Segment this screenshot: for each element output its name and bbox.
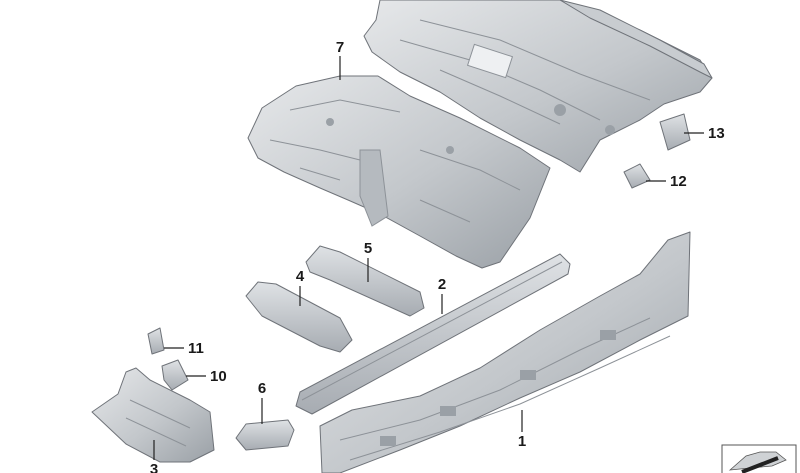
bracket-part-10: [161, 359, 189, 391]
callout-7: 7: [336, 39, 344, 56]
callout-6: 6: [258, 380, 266, 397]
seat-crossmember-part-4: [245, 281, 353, 353]
callout-3: 3: [150, 461, 158, 473]
bracket-part-12: [623, 163, 651, 189]
callout-labels: 1 2 3 4 5 6 7 10 11 12 13: [150, 39, 725, 473]
bracket-part-13: [659, 113, 691, 151]
callout-2: 2: [438, 276, 446, 293]
floor-pan-part-7: [247, 75, 551, 269]
callout-4: 4: [296, 268, 305, 285]
callout-1: 1: [518, 433, 526, 450]
rear-panel-part: [363, 0, 713, 173]
cross-member-part-5: [305, 245, 425, 317]
callout-10: 10: [210, 368, 227, 385]
callout-11: 11: [188, 340, 204, 357]
clip-part-11: [147, 327, 165, 355]
front-floor-part-3: [91, 367, 215, 463]
callout-5: 5: [364, 240, 372, 257]
reinforcement-part-6: [235, 419, 295, 451]
callout-13: 13: [708, 125, 725, 142]
side-sill-part-1: [319, 231, 691, 473]
leader-lines: [153, 56, 704, 460]
sill-reinforcement-part-2: [295, 253, 571, 415]
callout-12: 12: [670, 173, 687, 190]
car-body-side-icon: [721, 444, 797, 473]
